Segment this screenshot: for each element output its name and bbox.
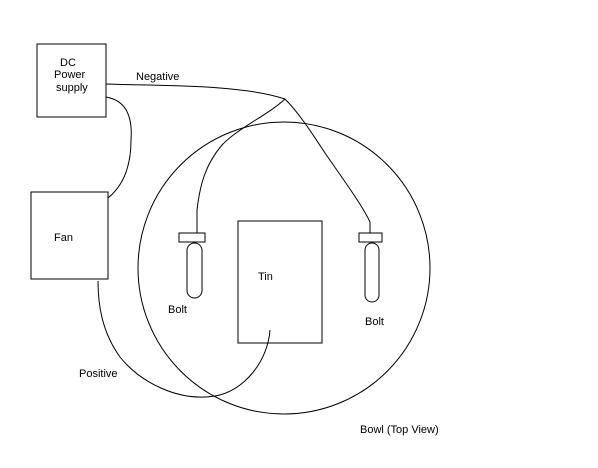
bolt-left-label: Bolt [168,304,187,316]
bolt-right-head [358,232,383,243]
bolt-right-shaft [364,242,380,303]
power-supply-label-power: Power [54,69,86,81]
bolt-left-head [178,232,206,243]
negative-label: Negative [136,71,179,83]
dc-power-supply-box [36,43,107,118]
bolt-left-shaft [186,242,203,299]
positive-label: Positive [79,368,118,380]
fan-label: Fan [54,232,73,244]
bowl-label: Bowl (Top View) [360,424,439,436]
tin-label: Tin [258,271,273,283]
power-supply-label-dc: DC [60,57,76,69]
negative-wire [105,83,286,100]
power-supply-label-supply: supply [56,82,88,94]
wire-to-left-bolt [196,98,286,233]
wire-to-right-bolt [284,98,371,233]
fan-box [30,191,109,280]
tin-box [237,220,323,344]
supply-to-fan-wire [105,96,132,199]
bolt-right-label: Bolt [365,316,384,328]
positive-wire [97,280,271,398]
